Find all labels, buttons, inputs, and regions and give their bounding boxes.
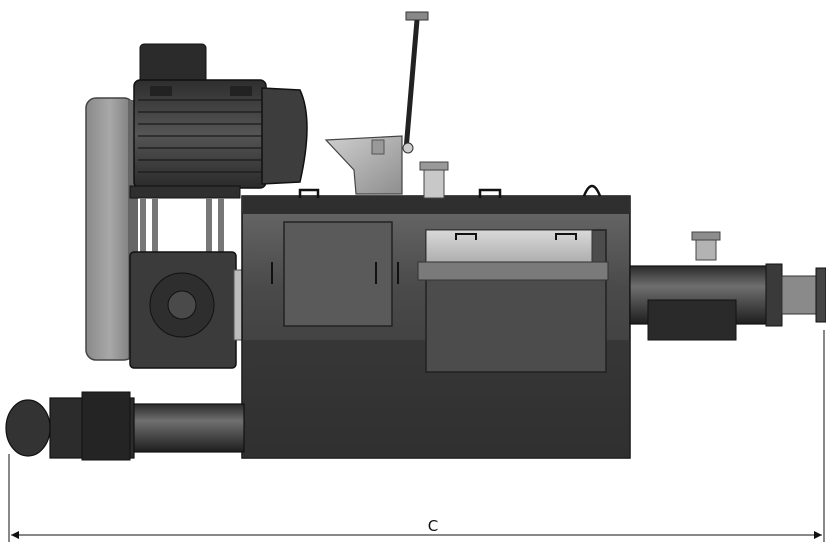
feed-screw-conveyor — [5, 391, 245, 461]
belt-guard — [85, 97, 138, 361]
adjustment-rod — [402, 11, 429, 154]
feed-hopper — [324, 135, 403, 195]
dimension-label: C — [428, 517, 438, 535]
discharge-outlet — [629, 231, 826, 341]
motor-mount — [129, 185, 241, 258]
main-motor — [133, 43, 308, 189]
lifting-handles — [298, 184, 602, 198]
overall-length-dimension: C — [8, 330, 825, 542]
inspection-window — [417, 229, 609, 373]
gearbox — [129, 251, 249, 369]
vent-stack — [419, 161, 449, 199]
